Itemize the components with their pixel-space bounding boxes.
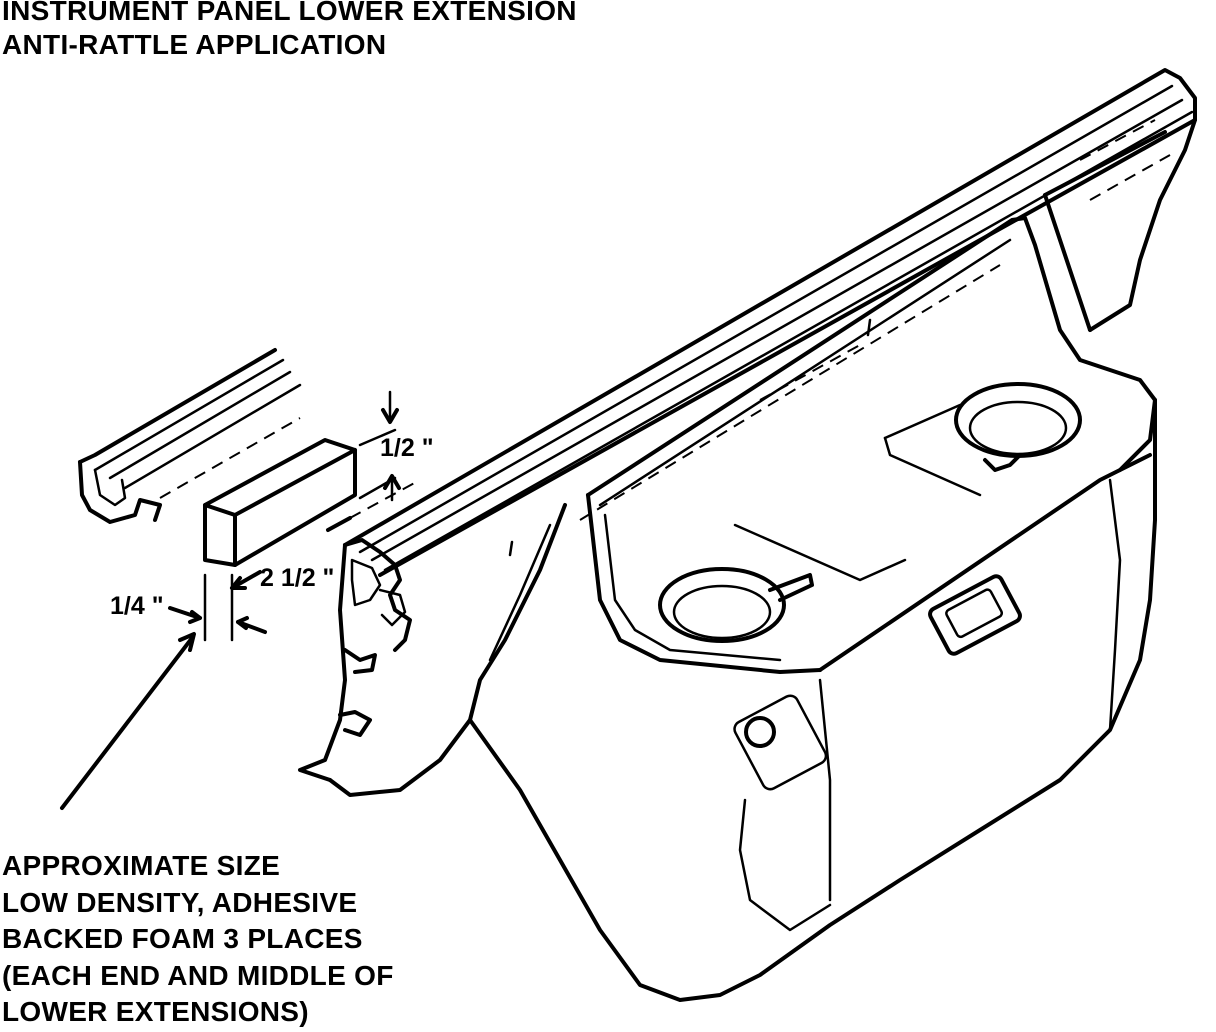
dimension-lines bbox=[60, 390, 421, 810]
cup-holder-front bbox=[658, 567, 786, 643]
knob bbox=[744, 716, 776, 748]
instrument-panel-body bbox=[298, 68, 1197, 1002]
diagram-title: INSTRUMENT PANEL LOWER EXTENSION ANTI-RA… bbox=[2, 0, 577, 62]
foam-note: APPROXIMATE SIZE LOW DENSITY, ADHESIVE B… bbox=[2, 848, 394, 1031]
note-line-2: LOW DENSITY, ADHESIVE bbox=[2, 886, 358, 918]
note-line-5: LOWER EXTENSIONS) bbox=[2, 996, 309, 1027]
dimension-thickness-label: 1/4 " bbox=[110, 592, 164, 620]
cup-holder-rear bbox=[954, 382, 1082, 458]
foam-block bbox=[203, 438, 357, 567]
title-line-1: INSTRUMENT PANEL LOWER EXTENSION bbox=[2, 0, 577, 26]
note-line-3: BACKED FOAM 3 PLACES bbox=[2, 923, 363, 954]
note-line-1: APPROXIMATE SIZE bbox=[2, 850, 281, 881]
switch-panel bbox=[928, 574, 1022, 656]
channel-piece bbox=[78, 348, 302, 524]
note-line-4: (EACH END AND MIDDLE OF bbox=[2, 959, 394, 991]
title-line-2: ANTI-RATTLE APPLICATION bbox=[2, 29, 387, 60]
dimension-length-label: 2 1/2 " bbox=[260, 564, 335, 592]
dimension-height-label: 1/2 " bbox=[380, 434, 434, 462]
